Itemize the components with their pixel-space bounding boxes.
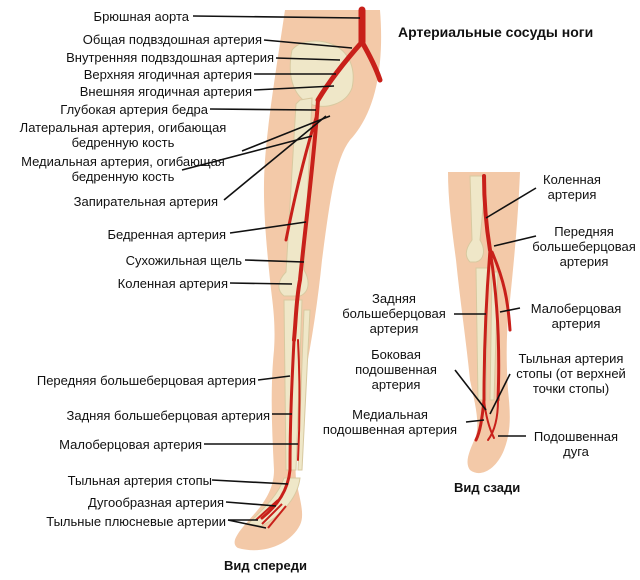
- label-external-gluteal: Внешняя ягодичная артерия: [79, 84, 252, 99]
- iliac-artery: [315, 39, 383, 103]
- label-peroneal-front: Малоберцовая артерия: [59, 437, 202, 452]
- label-abdominal-aorta: Брюшная аорта: [93, 9, 189, 24]
- metatarsal-arteries: [255, 499, 287, 529]
- foot-bones: [246, 477, 301, 527]
- back-plantar-arteries: [483, 399, 499, 441]
- diagram-title: Артериальные сосуды ноги: [398, 24, 594, 40]
- tibial-artery: [260, 338, 296, 520]
- label-dorsalis-pedis: Тыльная артерия стопы: [67, 473, 212, 488]
- femoral-artery: [292, 98, 320, 342]
- back-leg-bones: [465, 175, 499, 401]
- label-common-iliac: Общая подвздошная артерия: [82, 32, 262, 47]
- front-leg-illustration: [234, 6, 383, 551]
- label-superior-gluteal: Верхняя ягодичная артерия: [83, 67, 252, 82]
- label-arcuate: Дугообразная артерия: [87, 495, 224, 510]
- label-deep-femoral: Глубокая артерия бедра: [60, 102, 208, 117]
- label-internal-iliac: Внутренняя подвздошная артерия: [66, 50, 274, 65]
- label-dorsal-metatarsal: Тыльные плюсневые артерии: [46, 514, 226, 529]
- label-femoral: Бедренная артерия: [107, 227, 226, 242]
- label-medial-circumflex: Медиальная артерия, огибающая бедренную …: [21, 154, 225, 184]
- label-popliteal-front: Коленная артерия: [117, 276, 228, 291]
- caption-back-view: Вид сзади: [454, 480, 521, 495]
- label-lateral-plantar: Боковая подошвенная артерия: [355, 347, 437, 392]
- label-posterior-tibial-back: Задняя большеберцовая артерия: [342, 291, 446, 336]
- back-popliteal-artery: [482, 174, 492, 252]
- label-peroneal-back: Малоберцовая артерия: [530, 301, 622, 331]
- peroneal-artery: [297, 339, 301, 461]
- caption-front-view: Вид спереди: [224, 558, 307, 573]
- label-popliteal-back: Коленная артерия: [543, 172, 601, 202]
- back-leg-illustration: [448, 172, 520, 474]
- label-dorsal-foot-back: Тыльная артерия стопы (от верхней точки …: [516, 351, 626, 396]
- label-posterior-tibial-front: Задняя большеберцовая артерия: [66, 408, 270, 423]
- label-anterior-tibial-front: Передняя большеберцовая артерия: [36, 373, 256, 388]
- label-obturator: Запирательная артерия: [73, 194, 218, 209]
- label-anterior-tibial-back: Передняя большеберцовая артерия: [532, 224, 636, 269]
- label-medial-plantar: Медиальная подошвенная артерия: [322, 407, 458, 437]
- label-plantar-arch: Подошвенная дуга: [533, 429, 619, 459]
- label-lateral-circumflex: Латеральная артерия, огибающая бедренную…: [19, 120, 227, 150]
- label-adductor-hiatus: Сухожильная щель: [125, 253, 242, 268]
- leader-lines: [181, 15, 537, 529]
- back-tibial-arteries: [474, 248, 512, 442]
